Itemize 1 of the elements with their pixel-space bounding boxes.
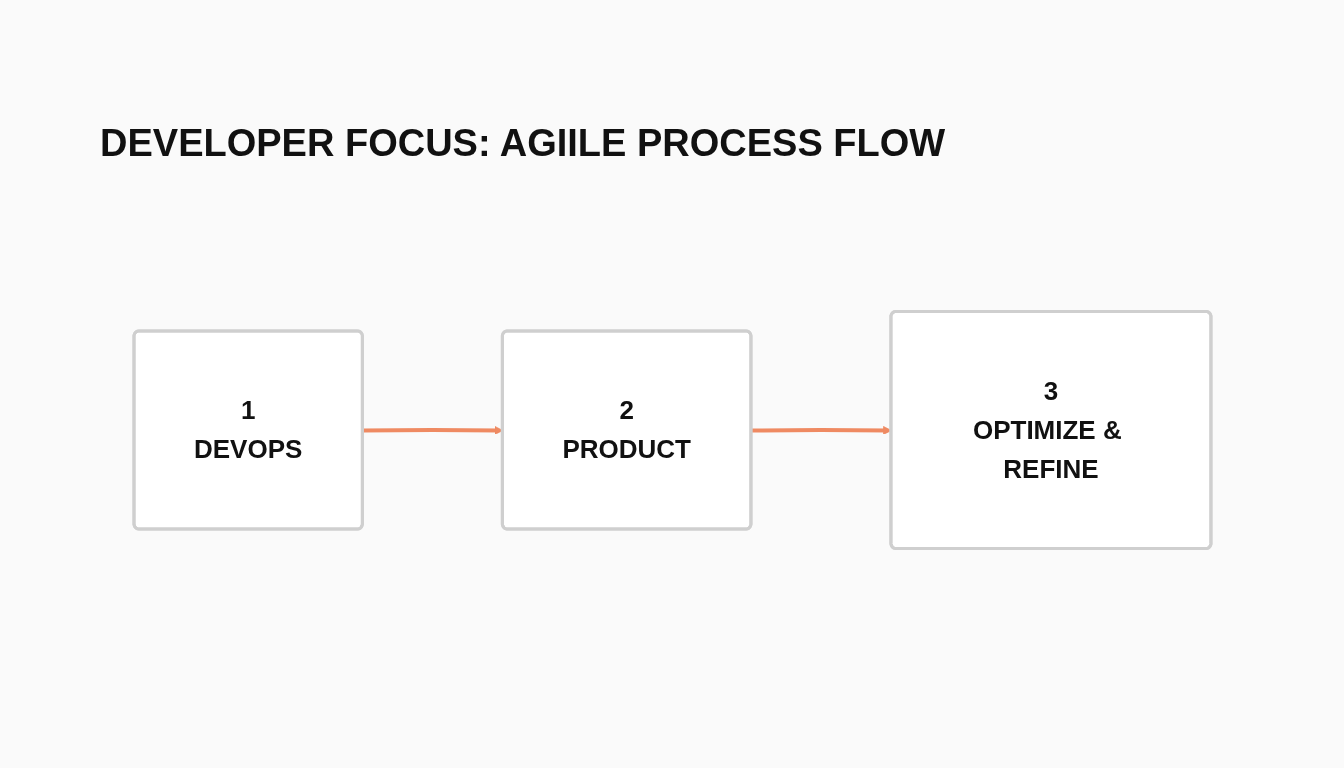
title: DEVELOPER FOCUS: AGIILE PROCESS FLOW (100, 122, 946, 165)
